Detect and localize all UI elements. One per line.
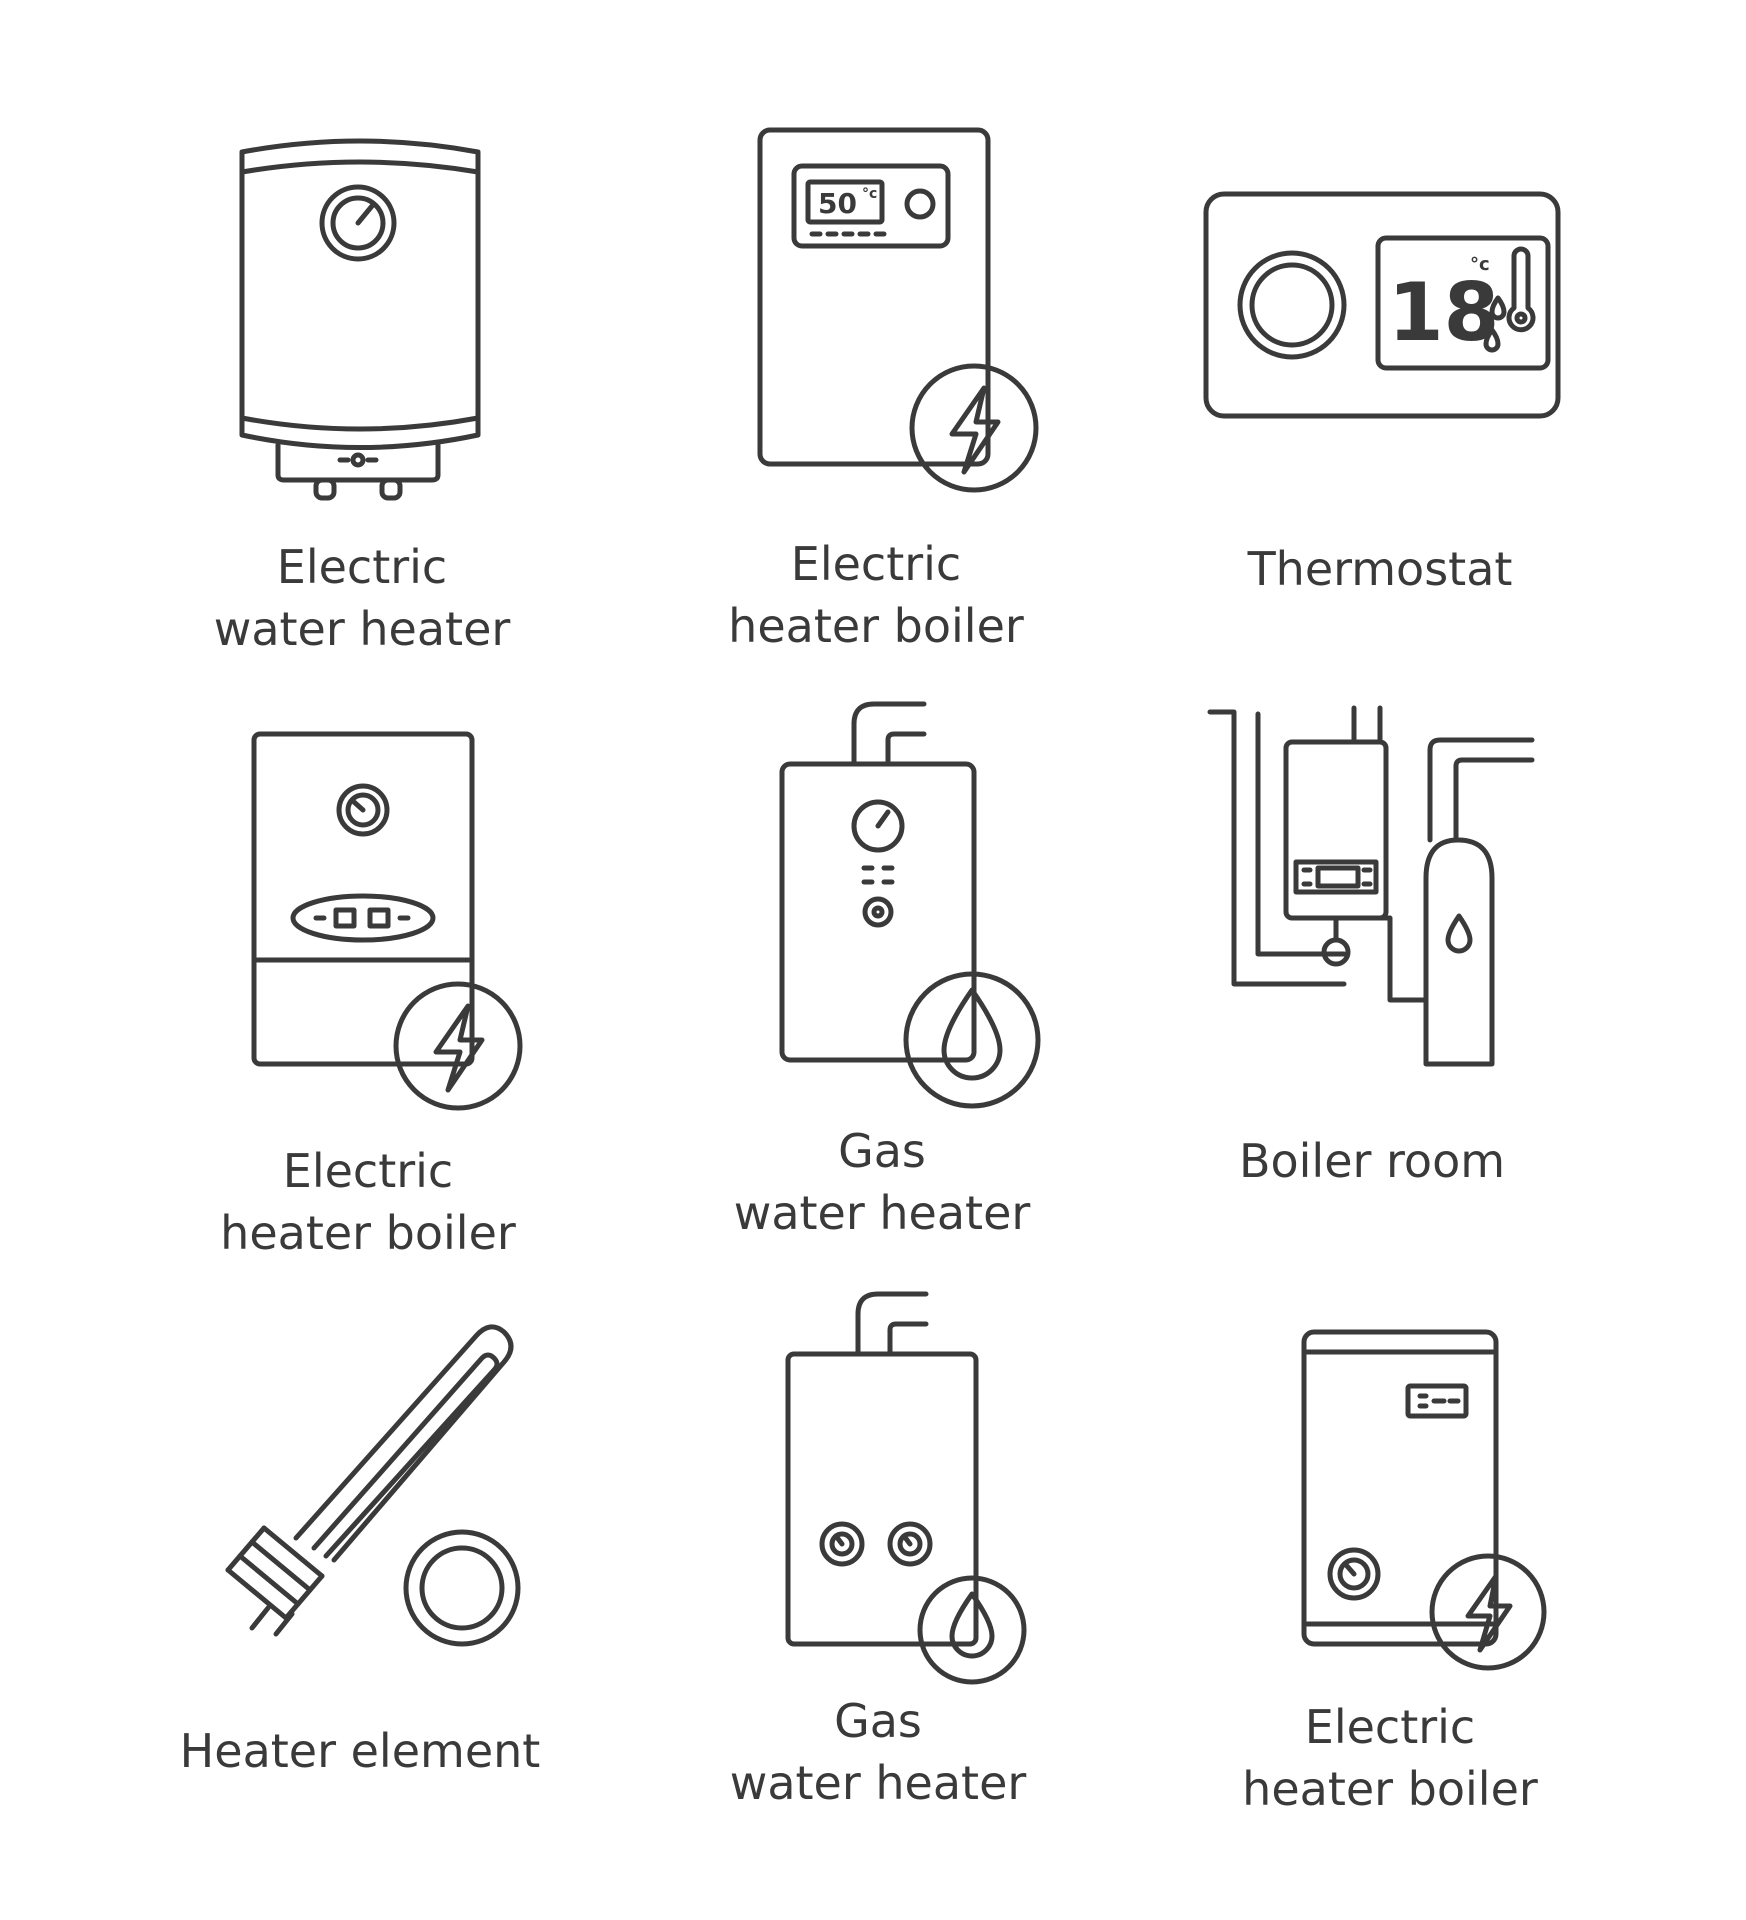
electric-boiler-tank-icon bbox=[1300, 1328, 1562, 1674]
label-gas-water-heater-2: Gas water heater bbox=[729, 1694, 1027, 1810]
gas-water-heater-knobs-icon bbox=[784, 1290, 1048, 1686]
label-boiler-room: Boiler room bbox=[1238, 1134, 1506, 1188]
label-electric-heater-boiler-2: Electric heater boiler bbox=[220, 1144, 516, 1260]
thermostat-display-unit: °c bbox=[1470, 254, 1490, 275]
thermostat-display-value: 18 bbox=[1388, 266, 1499, 359]
gas-water-heater-dial-icon bbox=[778, 700, 1048, 1112]
electric-boiler-display-icon: 50 °c bbox=[754, 126, 1044, 496]
label-gas-water-heater-1: Gas water heater bbox=[733, 1124, 1031, 1240]
thermostat-icon: 18 °c bbox=[1202, 190, 1562, 420]
heater-element-icon bbox=[224, 1310, 534, 1647]
boiler-room-icon bbox=[1206, 704, 1546, 1070]
label-heater-element: Heater element bbox=[179, 1724, 541, 1778]
boiler-display-unit: °c bbox=[862, 186, 877, 202]
label-electric-heater-boiler-3: Electric heater boiler bbox=[1242, 1700, 1538, 1816]
label-electric-water-heater: Electric water heater bbox=[213, 540, 511, 656]
electric-boiler-panel-icon bbox=[250, 730, 530, 1111]
label-thermostat: Thermostat bbox=[1247, 542, 1513, 596]
electric-water-heater-icon bbox=[230, 130, 490, 501]
label-electric-heater-boiler-1: Electric heater boiler bbox=[728, 537, 1024, 653]
boiler-display-value: 50 bbox=[818, 187, 857, 220]
